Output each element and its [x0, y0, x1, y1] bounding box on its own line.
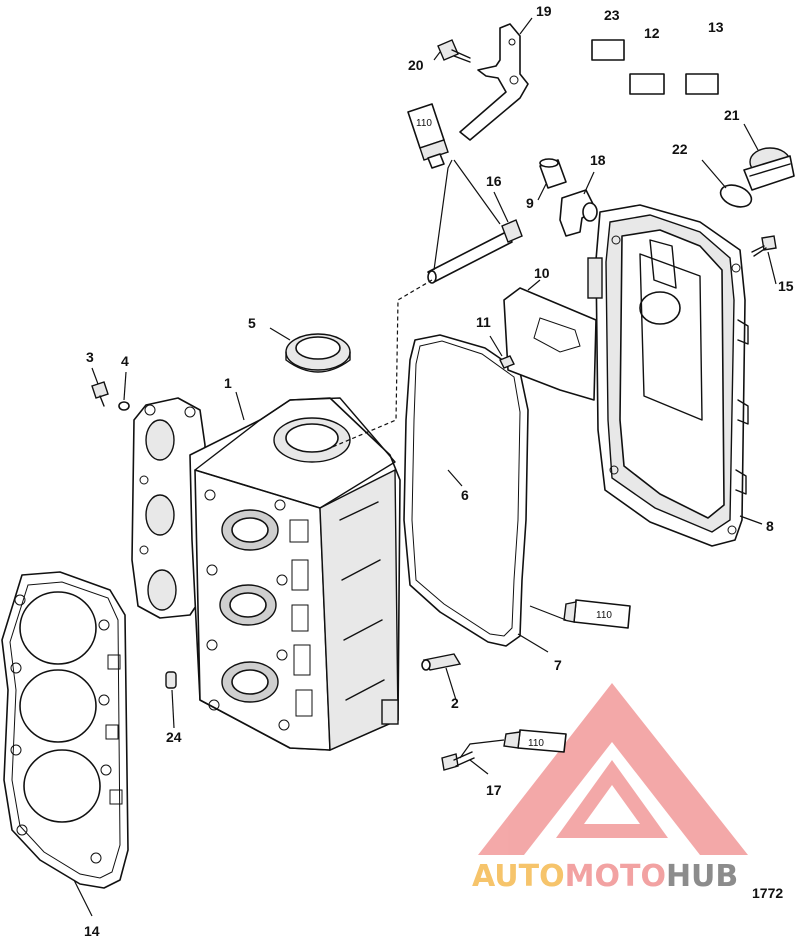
callout-7: 7	[554, 657, 562, 673]
filler-cap-part	[743, 147, 795, 191]
tube-label-right: 110	[596, 610, 612, 621]
watermark-text: AUTOMOTOHUB	[472, 859, 738, 894]
callout-8: 8	[766, 518, 774, 534]
hose-fitting-part	[539, 158, 567, 189]
tube-label-top: 110	[416, 118, 432, 129]
watermark-part-moto: MOTO	[565, 859, 666, 894]
callouts: 1 2 3 4 5 6 7 8 9 10 11 12 13 14 15 16 1…	[84, 3, 794, 938]
callout-14: 14	[84, 923, 100, 938]
callout-11: 11	[476, 314, 491, 330]
sleeve-part	[421, 653, 462, 671]
elbow-fitting-part	[559, 189, 598, 237]
callout-21: 21	[724, 107, 740, 123]
callout-17: 17	[486, 782, 502, 798]
kit-box-12	[629, 73, 665, 95]
figure-number: 1772	[752, 885, 783, 901]
tube-label-bottom: 110	[528, 738, 544, 749]
callout-22: 22	[672, 141, 688, 157]
sealant-tube-top-icon: 110	[407, 103, 449, 169]
callout-18: 18	[590, 152, 606, 168]
callout-15: 15	[778, 278, 794, 294]
plate-screw-part	[499, 355, 515, 369]
cover-bolt-part	[751, 235, 777, 257]
callout-9: 9	[526, 195, 534, 211]
thermostat-seal-part	[285, 333, 351, 373]
kit-box-13	[685, 73, 719, 95]
bracket-bolt-part	[437, 39, 471, 63]
callout-6: 6	[461, 487, 469, 503]
callout-23: 23	[604, 7, 620, 23]
kit-box-23	[591, 39, 625, 61]
leader-lines	[73, 17, 777, 917]
callout-3: 3	[86, 349, 94, 365]
watermark-part-hub: HUB	[666, 859, 738, 894]
callout-10: 10	[534, 265, 550, 281]
callout-16: 16	[486, 173, 502, 189]
watermark-part-auto: AUTO	[472, 859, 565, 894]
bracket-part	[459, 23, 529, 141]
head-gasket-part	[1, 571, 129, 889]
callout-24: 24	[166, 729, 182, 745]
callout-4: 4	[121, 353, 129, 369]
callout-1: 1	[224, 375, 232, 391]
head-cover-part	[587, 204, 749, 547]
callout-20: 20	[408, 57, 424, 73]
callout-5: 5	[248, 315, 256, 331]
o-ring-part	[719, 184, 753, 208]
manifold-flange-part	[131, 397, 206, 619]
callout-19: 19	[536, 3, 552, 19]
cylinder-head-part	[189, 397, 401, 752]
dowel-pin-part	[165, 671, 177, 689]
sealant-tube-right-icon: 110	[563, 599, 631, 629]
screw-part	[91, 381, 109, 407]
washer-part	[118, 401, 130, 411]
sealant-tube-bottom-icon: 110	[503, 729, 567, 753]
callout-13: 13	[708, 19, 724, 35]
callout-2: 2	[451, 695, 459, 711]
watermark-logo-icon	[478, 683, 748, 855]
head-bolt-part	[441, 751, 475, 771]
long-bolt-part	[427, 219, 523, 284]
callout-12: 12	[644, 25, 660, 41]
